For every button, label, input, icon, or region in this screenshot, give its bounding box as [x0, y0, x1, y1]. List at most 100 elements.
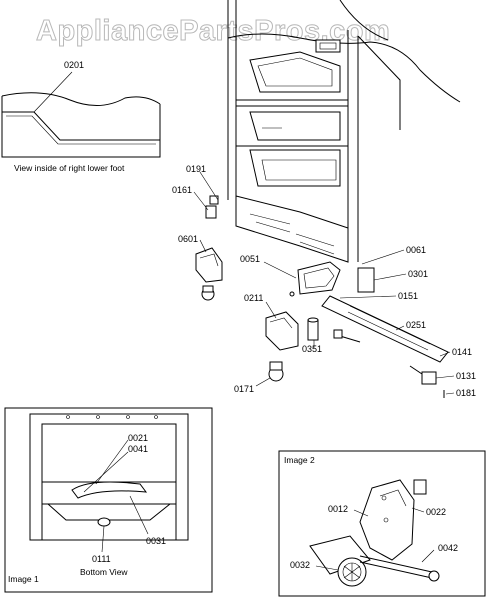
- leader-0151: [339, 295, 397, 299]
- label-0061: 0061: [406, 245, 426, 255]
- roller-0171: [268, 361, 284, 382]
- leader-0012: [353, 509, 369, 517]
- control-box-inner: [319, 42, 337, 50]
- foot-outline: [1, 96, 161, 158]
- label-0051: 0051: [240, 254, 260, 264]
- leader-0201: [33, 71, 73, 113]
- base-slot-left: [249, 213, 291, 233]
- leader-0191: [199, 171, 219, 201]
- hole-1: [66, 415, 70, 419]
- axle-0042: [359, 555, 433, 573]
- pin-0351b: [333, 329, 361, 343]
- part-0301: [357, 267, 375, 293]
- axle-head: [428, 570, 440, 582]
- label-0041: 0041: [128, 444, 148, 454]
- cabinet-break-line: [227, 0, 461, 103]
- leader-0032: [315, 565, 339, 571]
- leader-0301: [373, 273, 407, 281]
- roller-0171-housing: [269, 361, 283, 371]
- label-0191: 0191: [186, 164, 206, 174]
- label-0211: 0211: [244, 293, 263, 303]
- hole-4: [154, 415, 158, 419]
- label-0171: 0171: [234, 384, 254, 394]
- bracket-0012: [359, 479, 415, 561]
- label-0012: 0012: [328, 504, 348, 514]
- bracket-0161: [205, 205, 217, 219]
- bracket-0012-detail: [379, 489, 407, 507]
- cabinet-side-panel: [357, 35, 401, 130]
- bracket-0211: [265, 311, 299, 351]
- leader-0041: [83, 451, 129, 493]
- cap-0131-body: [421, 371, 437, 385]
- foot-bracket-0601: [195, 247, 223, 283]
- cabinet-top-edge: [339, 0, 389, 41]
- bracket-0051-assembly: [289, 261, 341, 297]
- foot-bracket-0211: [265, 311, 299, 351]
- cap-0131-wire: [409, 365, 423, 375]
- top-tray-inner: [257, 57, 333, 87]
- leader-0601: [199, 239, 207, 253]
- bracket-hole-1: [383, 517, 389, 523]
- drain-tube-0021: [71, 481, 148, 499]
- spacer-0351: [307, 317, 319, 341]
- base-front-panel: [235, 195, 349, 263]
- hole-2: [96, 415, 100, 419]
- image2-inset: Image 2 0012 0022 0032 0042: [278, 450, 486, 597]
- leader-0061: [361, 249, 405, 265]
- label-0251: 0251: [406, 320, 426, 330]
- label-0151: 0151: [398, 291, 418, 301]
- label-0351: 0351: [302, 344, 322, 354]
- bracket-hole-2: [381, 495, 387, 501]
- drawer-upper: [249, 111, 341, 141]
- label-0032: 0032: [290, 560, 310, 570]
- rail-slot-2: [347, 311, 429, 351]
- image1-inset: 0021 0041 0031 0111 Bottom View Image 1: [4, 407, 213, 593]
- leader-0042: [421, 549, 435, 563]
- image1-frame: [4, 407, 213, 593]
- leader-0161: [193, 191, 209, 211]
- pin-head: [333, 329, 343, 339]
- roller-housing: [202, 285, 214, 293]
- leader-0251: [395, 325, 405, 331]
- cap-0131: [409, 365, 437, 385]
- bracket-0051-inner: [303, 267, 335, 289]
- label-0042: 0042: [438, 543, 458, 553]
- clip-0191: [209, 195, 219, 205]
- hinge-bracket-0161: [205, 195, 219, 219]
- main-labels: 0191 0161 0601 0051 0061 0301 0151 0211 …: [172, 164, 476, 398]
- spacer-0351-body: [307, 319, 319, 341]
- label-0111: 0111: [92, 554, 111, 564]
- drain-0111: [97, 517, 111, 527]
- control-box: [315, 39, 341, 53]
- leader-0131: [435, 375, 455, 379]
- foot-break-line: [1, 92, 161, 106]
- spacer-0351-top: [307, 317, 319, 323]
- rail-0251: [321, 295, 449, 363]
- caption-foot-view: View inside of right lower foot: [14, 163, 125, 173]
- wheel-spokes: [343, 563, 361, 581]
- label-0201: 0201: [64, 60, 84, 70]
- cabinet-assembly: [227, 0, 461, 263]
- label-0141: 0141: [452, 347, 472, 357]
- block-0301: [357, 267, 375, 293]
- base-slot-right: [295, 233, 335, 255]
- caption-image1: Image 1: [8, 574, 39, 584]
- foot-inner-edge: [2, 111, 160, 141]
- drawer-lower-inner: [261, 159, 337, 181]
- bracket-0211-detail: [269, 317, 293, 329]
- leader-0171: [255, 377, 271, 387]
- label-0131: 0131: [456, 371, 476, 381]
- label-0022: 0022: [426, 507, 446, 517]
- label-0161: 0161: [172, 185, 192, 195]
- label-0601: 0601: [178, 234, 198, 244]
- leader-0022: [411, 507, 425, 513]
- rail-0151-0251: [321, 295, 449, 363]
- leader-0111: [101, 525, 105, 553]
- leader-0051: [263, 261, 297, 279]
- label-0181: 0181: [456, 388, 476, 398]
- label-0021: 0021: [128, 433, 148, 443]
- screw-0051: [289, 291, 295, 297]
- leader-0031: [129, 495, 149, 535]
- hole-3: [126, 415, 130, 419]
